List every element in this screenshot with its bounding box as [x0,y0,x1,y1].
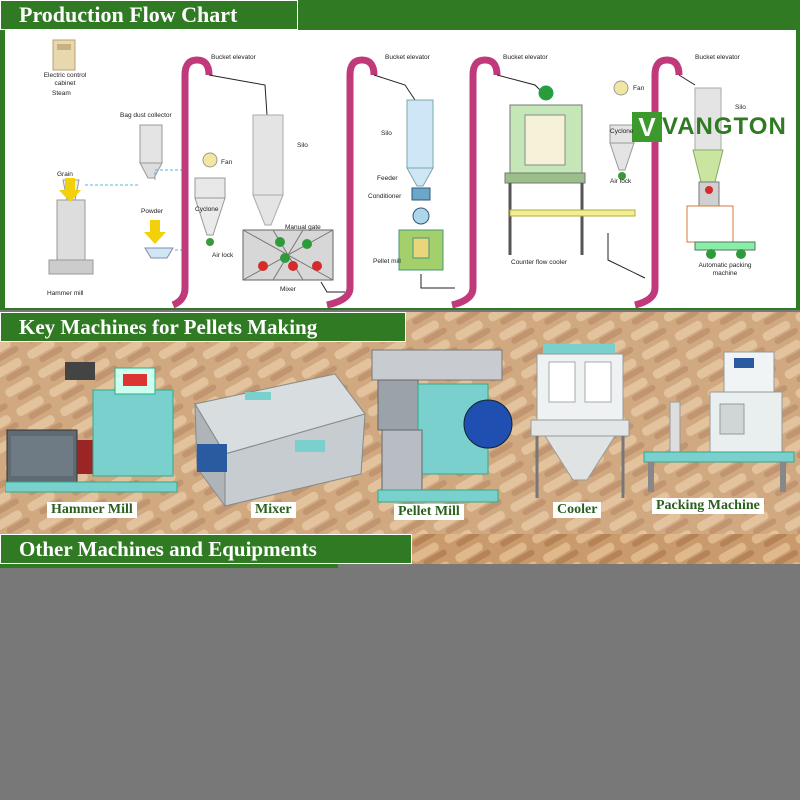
key-machines-title: Key Machines for Pellets Making [0,312,406,342]
feeder-icon [411,187,431,201]
label-bucket-elevator-3: Bucket elevator [503,54,548,61]
silo-1-icon [252,114,284,196]
flow-chart-title: Production Flow Chart [0,0,298,30]
label-bucket-elevator-1: Bucket elevator [211,54,256,61]
bucket-elevator-4-icon [634,56,683,308]
flow-diagram: V VANGTON Electric control cabinet Steam… [5,30,796,308]
flow-diagram-graphic [48,39,756,308]
silo-2-icon [406,99,434,169]
label-fan-1: Fan [221,159,233,166]
key-machines-section: Key Machines for Pellets Making Hammer M… [0,312,800,534]
bucket-elevator-3-icon [451,56,501,308]
label-air-lock-1: Air lock [212,252,234,259]
flow-chart-section: Production Flow Chart [0,0,800,310]
bucket-elevator-1-icon [171,56,213,308]
label-electric-cabinet: Electric control cabinet [43,72,87,87]
label-silo-1: Silo [297,142,308,149]
hammer-mill-image [4,362,178,493]
hammer-mill-icon [56,199,86,261]
cooler-feed-icon [538,85,554,101]
other-machines-section: Other Machines and Equipments [0,534,800,564]
label-bucket-elevator-2: Bucket elevator [385,54,430,61]
machine-pellet-mill[interactable]: Pellet Mill [368,344,520,530]
other-machines-placeholder [0,568,800,800]
conditioner-icon [412,207,430,225]
vangton-logo: V VANGTON [632,112,787,142]
fan-2-icon [613,80,629,96]
other-machines-green-strip [0,564,338,568]
label-cyclone-2: Cyclone [610,128,634,135]
label-bucket-elevator-4: Bucket elevator [695,54,740,61]
label-silo-2: Silo [381,130,392,137]
machine-packing[interactable]: Packing Machine [640,348,796,530]
label-cyclone-1: Cyclone [195,206,219,213]
air-lock-2-icon [618,172,626,180]
label-bag-dust: Bag dust collector [120,112,172,119]
label-air-lock-2: Air lock [610,178,632,185]
cooler-label: Cooler [553,502,602,518]
logo-text: VANGTON [662,113,787,140]
air-lock-1-icon [206,238,214,246]
machine-mixer[interactable]: Mixer [185,364,370,530]
label-manual-gate: Manual gate [285,224,321,231]
pellet-mill-label: Pellet Mill [394,504,464,520]
hammer-mill-label: Hammer Mill [47,502,137,518]
label-steam: Steam [52,90,71,97]
label-pellet-mill: Pellet mill [373,258,401,265]
label-conditioner: Conditioner [368,193,402,200]
label-counter-flow-cooler: Counter flow cooler [511,259,567,266]
packing-machine-image [643,351,795,492]
pellet-mill-image [371,349,513,503]
mixer-label: Mixer [251,502,296,518]
label-hammer-mill: Hammer mill [47,290,84,297]
mixer-image [194,373,366,508]
label-silo-3: Silo [735,104,746,111]
label-packing-machine: Automatic packing machine [698,262,752,277]
silo-3-icon [694,87,722,151]
powder-arrow-icon [144,220,166,244]
label-powder: Powder [141,208,164,215]
label-mixer: Mixer [280,286,296,293]
logo-initial: V [632,112,662,142]
cooler-image [530,344,630,498]
dust-collector-icon [139,124,163,164]
bucket-elevator-2-icon [326,56,378,308]
other-machines-title: Other Machines and Equipments [0,534,412,564]
cyclone-1-icon [194,177,226,199]
fan-1-icon [202,152,218,168]
packing-machine-label: Packing Machine [652,498,764,514]
machine-hammer-mill[interactable]: Hammer Mill [4,360,185,530]
label-fan-2: Fan [633,85,645,92]
label-grain: Grain [57,171,73,178]
label-feeder: Feeder [377,175,398,182]
machine-cooler[interactable]: Cooler [525,340,635,530]
grain-arrow-icon [59,178,81,202]
